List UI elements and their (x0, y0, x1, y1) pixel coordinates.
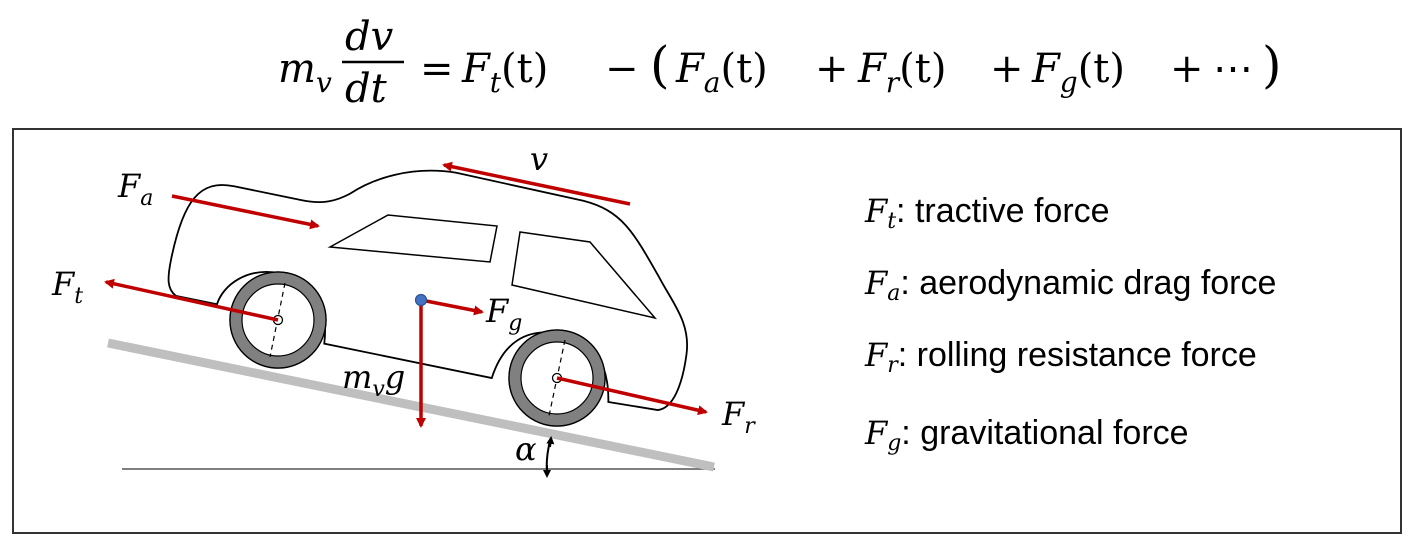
label-mvg: mvg (342, 358, 405, 402)
label-ft: Ft (51, 265, 83, 309)
ft-arrow (104, 278, 279, 322)
legend-item-gravitational: Fg: gravitational force (865, 414, 1189, 464)
v-arrow (442, 161, 631, 206)
label-fr: Fr (721, 395, 756, 439)
eq-ft: F (461, 46, 491, 92)
legend-symbol: Fg (865, 414, 902, 456)
fg-arrow (420, 298, 484, 316)
eq-mass: m (278, 46, 316, 92)
eq-equals: = (420, 46, 454, 92)
legend-item-aerodynamic: Fa: aerodynamic drag force (865, 264, 1276, 314)
legend-text: : rolling resistance force (897, 336, 1257, 374)
label-fg: Fg (485, 292, 522, 336)
eq-fg: F (1031, 46, 1061, 92)
eq-mass-sub: v (316, 66, 332, 99)
legend-text: : tractive force (896, 192, 1110, 230)
legend-symbol: Fa (865, 264, 901, 306)
label-v: v (530, 140, 548, 178)
rear-window (511, 231, 658, 320)
eq-frac-den: dt (345, 66, 388, 112)
eq-frac-num: dv (345, 14, 394, 60)
center-of-mass-dot (414, 293, 428, 307)
eq-plus-1: + (815, 46, 849, 92)
eq-rparen: ) (1262, 36, 1282, 94)
label-fa: Fa (117, 167, 153, 211)
eq-plus-2: + (990, 46, 1024, 92)
eq-dots: ⋯ (1213, 46, 1253, 92)
vehicle-force-diagram: Fa v Ft Fg mvg Fr α (51, 140, 756, 478)
legend-text: : gravitational force (901, 414, 1189, 452)
diagram-frame (12, 128, 1402, 534)
svg-text:= Ft(t) − ( Fa: = Ft(t) − ( Fa(t) + Fr(t) + Fg(t) + ⋯ ) (420, 36, 1282, 99)
fr-arrow (556, 376, 708, 416)
legend-item-tractive: Ft: tractive force (865, 192, 1110, 242)
legend-symbol: Ft (865, 192, 897, 234)
eq-plus-3: + (1170, 46, 1204, 92)
fa-arrow (171, 194, 320, 230)
label-alpha: α (515, 430, 537, 468)
eq-lparen: ( (650, 36, 670, 94)
inclined-road (107, 338, 715, 472)
legend-symbol: Fr (865, 336, 898, 378)
eq-minus: − (605, 46, 639, 92)
eq-fa: F (675, 46, 705, 92)
legend-text: : aerodynamic drag force (900, 264, 1277, 302)
equation-of-motion: mv dv dt = Ft(t) − ( Fa(t) + Fr(t) + Fg(… (278, 14, 1282, 112)
svg-text:mv: mv (278, 46, 332, 99)
legend-item-rolling: Fr: rolling resistance force (865, 336, 1257, 386)
eq-fr: F (857, 46, 887, 92)
front-window (327, 214, 498, 263)
